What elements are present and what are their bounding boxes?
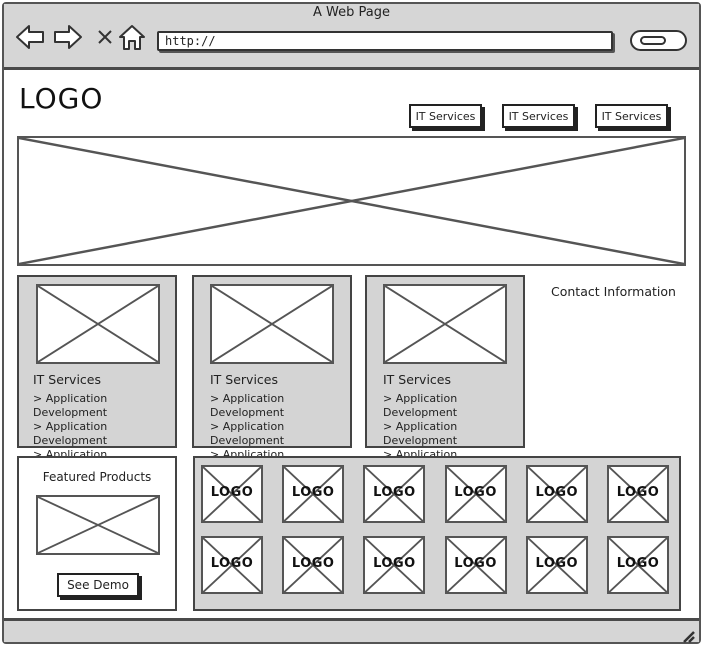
partner-logo-label: LOGO — [210, 485, 254, 500]
partner-logo-grid: LOGO LOGO LOGO LOGO LOGO LOGO LOGO LOGO LOGO LOGO… — [193, 456, 681, 611]
service-card-1: IT Services > Application Development > … — [17, 275, 177, 475]
service-link[interactable]: > Application Development — [33, 392, 108, 419]
service-link[interactable]: > Application Development — [33, 420, 108, 447]
service-image-placeholder — [383, 284, 507, 364]
partner-logo-tile[interactable]: LOGO — [444, 465, 507, 523]
partner-logo-tile[interactable]: LOGO — [607, 536, 669, 594]
contact-information[interactable]: Contact Information — [551, 284, 676, 299]
url-input[interactable]: http:// — [157, 31, 613, 51]
service-title: IT Services — [383, 372, 452, 387]
back-arrow-icon[interactable] — [15, 22, 45, 52]
nav-button-it-services-2[interactable]: IT Services — [502, 104, 575, 128]
resize-grip-icon[interactable] — [681, 628, 695, 643]
browser-statusbar — [4, 618, 699, 642]
partner-logo-tile[interactable]: LOGO — [444, 536, 507, 594]
partner-logo-tile[interactable]: LOGO — [201, 536, 263, 594]
partner-logo-tile[interactable]: LOGO — [525, 465, 588, 523]
partner-logo-tile[interactable]: LOGO — [363, 536, 426, 594]
url-text: http:// — [165, 34, 216, 48]
site-logo: LOGO — [19, 82, 104, 115]
service-link[interactable]: > Application Development — [383, 392, 458, 419]
partner-logo-label: LOGO — [291, 556, 335, 571]
service-link[interactable]: > Application Development — [210, 392, 285, 419]
partner-logo-label: LOGO — [535, 556, 579, 571]
partner-logo-label: LOGO — [454, 485, 497, 500]
service-title: IT Services — [210, 372, 279, 387]
see-demo-button[interactable]: See Demo — [57, 573, 139, 597]
partner-logo-label: LOGO — [616, 485, 660, 500]
nav-button-it-services-1[interactable]: IT Services — [409, 104, 482, 128]
forward-arrow-icon[interactable] — [53, 22, 83, 52]
featured-image-placeholder — [36, 495, 160, 555]
partner-logo-label: LOGO — [454, 556, 497, 571]
window-title: A Web Page — [313, 5, 390, 20]
service-link[interactable]: > Application Development — [383, 420, 458, 447]
partner-logo-tile[interactable]: LOGO — [282, 536, 345, 594]
hero-image-placeholder — [17, 136, 686, 266]
partner-logo-label: LOGO — [373, 485, 416, 500]
service-card-3: IT Services > Application Development > … — [365, 275, 525, 475]
nav-button-it-services-3[interactable]: IT Services — [595, 104, 668, 128]
partner-logo-tile[interactable]: LOGO — [201, 465, 263, 523]
partner-logo-label: LOGO — [210, 556, 254, 571]
partner-logo-tile[interactable]: LOGO — [363, 465, 426, 523]
partner-logo-label: LOGO — [535, 485, 579, 500]
service-link[interactable]: > Application Development — [210, 420, 285, 447]
search-box[interactable] — [630, 30, 687, 51]
service-image-placeholder — [210, 284, 334, 364]
featured-products-title: Featured Products — [42, 470, 152, 484]
partner-logo-tile[interactable]: LOGO — [282, 465, 345, 523]
featured-products-panel: Featured Products See Demo — [17, 456, 177, 611]
partner-logo-tile[interactable]: LOGO — [607, 465, 669, 523]
partner-logo-label: LOGO — [373, 556, 416, 571]
home-icon[interactable] — [117, 22, 147, 52]
partner-logo-tile[interactable]: LOGO — [525, 536, 588, 594]
partner-logo-label: LOGO — [291, 485, 335, 500]
partner-logo-label: LOGO — [616, 556, 660, 571]
search-icon — [640, 36, 666, 45]
service-card-2: IT Services > Application Development > … — [192, 275, 352, 475]
service-image-placeholder — [36, 284, 160, 364]
close-icon[interactable] — [90, 22, 120, 52]
service-title: IT Services — [33, 372, 102, 387]
